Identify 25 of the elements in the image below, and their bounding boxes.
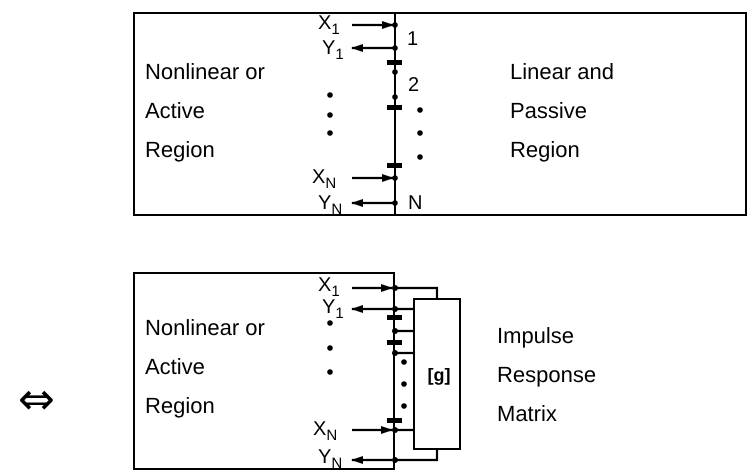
wire <box>392 328 413 334</box>
signal-label: Y$_{N}$ <box>318 192 342 220</box>
port-number: N <box>408 192 422 214</box>
signal-label: X$_{1}$ <box>318 12 340 40</box>
wire <box>392 427 413 433</box>
wire <box>392 306 413 312</box>
wire <box>392 450 438 463</box>
port-number: 2 <box>408 74 420 96</box>
equivalence-symbol: ⇔ <box>18 378 55 422</box>
region-label: Nonlinear or Active Region <box>145 58 266 164</box>
region-label: Nonlinear or Active Region <box>145 314 266 420</box>
signal-label: X$_{N}$ <box>312 166 336 194</box>
port-number: 1 <box>407 28 418 50</box>
signal-label: Y$_{N}$ <box>318 446 342 474</box>
region-label: [g] <box>426 364 452 387</box>
region-label: Linear and Passive Region <box>510 58 615 164</box>
matrix-box <box>413 298 461 450</box>
region-box <box>133 272 395 470</box>
region-box <box>396 12 747 216</box>
wire <box>392 285 438 298</box>
signal-label: Y$_{1}$ <box>322 37 344 65</box>
matrix-label: Impulse Response Matrix <box>497 322 598 428</box>
wire <box>392 350 413 356</box>
region-box <box>133 12 396 216</box>
signal-label: X$_{N}$ <box>313 418 338 446</box>
